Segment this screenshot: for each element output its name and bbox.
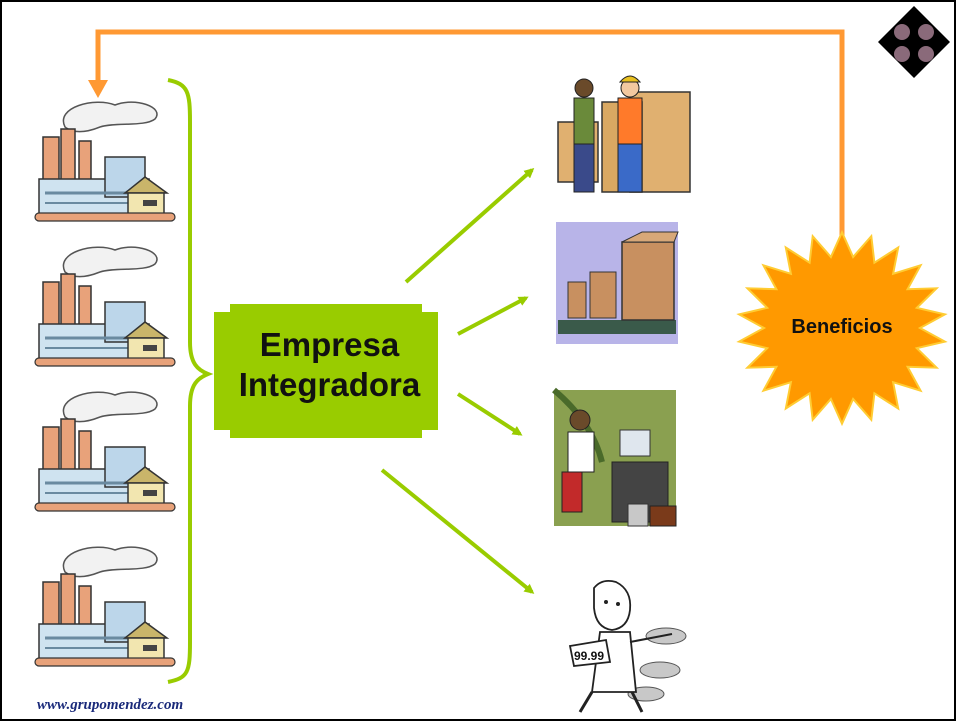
feedback-arrow-line xyxy=(95,29,845,238)
factory-icon xyxy=(33,245,177,368)
workers-with-boxes-image xyxy=(557,75,691,193)
conveyor-boxes-image xyxy=(556,222,679,344)
factory-icon xyxy=(33,545,177,668)
office-worker-image xyxy=(552,387,677,527)
svg-text:99.99: 99.99 xyxy=(574,649,604,663)
salesman-cars-image: 99.99 xyxy=(568,579,687,713)
center-box-line1: Empresa xyxy=(259,326,400,363)
logo-diamond xyxy=(878,6,950,78)
footer-url: www.grupomendez.com xyxy=(37,697,184,713)
arrow-to-office xyxy=(456,392,523,436)
feedback-arrowhead xyxy=(88,80,108,98)
benefits-label: Beneficios xyxy=(791,316,893,338)
arrow-to-workers xyxy=(404,168,535,284)
grouping-brace xyxy=(167,78,214,684)
center-box-line2: Integradora xyxy=(238,366,421,403)
arrow-to-conveyor xyxy=(457,296,529,336)
arrow-to-salesman xyxy=(380,468,535,594)
center-box-shape xyxy=(214,304,438,438)
center-box-label: Empresa Integradora xyxy=(217,325,442,405)
factory-icon xyxy=(33,390,177,513)
benefits-starburst xyxy=(736,229,948,427)
factory-icon xyxy=(33,100,177,223)
